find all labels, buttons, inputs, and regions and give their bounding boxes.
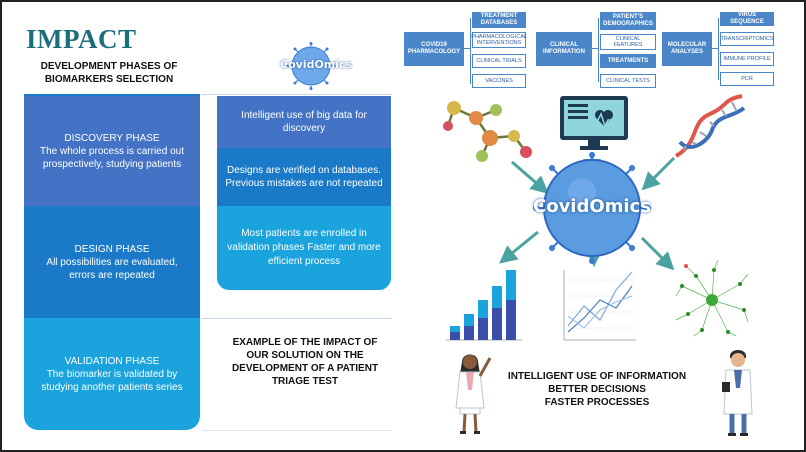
tree-leaf: VIRUS SEQUENCE bbox=[720, 12, 774, 26]
phase-description: All possibilities are evaluated, errors … bbox=[46, 256, 178, 281]
phase-title: VALIDATION PHASE bbox=[64, 355, 160, 367]
tree-group-clinical: CLINICAL INFORMATION bbox=[536, 32, 592, 66]
divider bbox=[202, 94, 392, 95]
phase-title: DESIGN PHASE bbox=[74, 243, 150, 255]
female-doctor-illustration bbox=[446, 350, 496, 436]
monitor-heart-icon bbox=[558, 94, 630, 152]
bar-chart-illustration bbox=[442, 266, 524, 346]
validation-phase-box: VALIDATION PHASE The biomarker is valida… bbox=[24, 318, 200, 430]
dna-icon bbox=[670, 92, 748, 162]
solution-discovery-box: Intelligent use of big data for discover… bbox=[217, 96, 391, 148]
tree-leaf: VACCINES bbox=[472, 74, 526, 88]
tree-connector bbox=[464, 48, 470, 49]
tree-leaf: TRANSCRIPTOMICS bbox=[720, 32, 774, 46]
line-chart-illustration bbox=[558, 266, 638, 346]
phase-title: DISCOVERY PHASE bbox=[64, 132, 160, 144]
covidomics-logo-small: CovidOmics bbox=[280, 42, 353, 90]
covidomics-logo-large: CovidOmics bbox=[522, 152, 662, 264]
phase-description: The whole process is carried out prospec… bbox=[40, 145, 184, 170]
center-logo-text: CovidOmics bbox=[533, 196, 651, 217]
solution-text: Designs are verified on databases. Previ… bbox=[225, 165, 383, 189]
outcome-item: BETTER DECISIONS bbox=[548, 384, 646, 395]
tree-leaf: TREATMENT DATABASES bbox=[472, 12, 526, 28]
tree-leaf: TREATMENTS bbox=[600, 54, 656, 68]
network-illustration bbox=[674, 256, 750, 338]
tree-connector bbox=[718, 18, 719, 80]
solution-text: Most patients are enrolled in validation… bbox=[227, 228, 381, 267]
outcome-item: INTELLIGENT USE OF INFORMATION bbox=[507, 371, 687, 382]
tree-leaf: PATIENT'S DEMOGRAPHICS bbox=[600, 12, 656, 30]
tree-leaf: CLINICAL TESTS bbox=[600, 74, 656, 88]
page-title: IMPACT bbox=[26, 24, 137, 54]
discovery-phase-box: DISCOVERY PHASE The whole process is car… bbox=[24, 96, 200, 206]
solution-validation-box: Most patients are enrolled in validation… bbox=[217, 206, 391, 290]
solution-design-box: Designs are verified on databases. Previ… bbox=[217, 148, 391, 206]
tree-connector bbox=[598, 18, 599, 82]
page-subtitle: DEVELOPMENT PHASES OF BIOMARKERS SELECTI… bbox=[40, 61, 178, 85]
divider bbox=[202, 430, 392, 431]
flow-arrows bbox=[442, 142, 742, 272]
tree-connector bbox=[712, 48, 718, 49]
tree-leaf: IMMUNE PROFILE bbox=[720, 52, 774, 66]
tree-leaf: CLINICAL TRIALS bbox=[472, 54, 526, 68]
phase-description: The biomarker is validated by studying a… bbox=[41, 368, 183, 393]
divider bbox=[202, 318, 392, 319]
outcome-item: FASTER PROCESSES bbox=[544, 397, 650, 408]
tree-connector bbox=[592, 48, 598, 49]
tree-leaf: PHARMACOLOGICAL INTERVENTIONS bbox=[471, 32, 527, 48]
design-phase-box: DESIGN PHASE All possibilities are evalu… bbox=[24, 206, 200, 318]
molecule-icon bbox=[442, 96, 536, 164]
example-caption: EXAMPLE OF THE IMPACT OF OUR SOLUTION ON… bbox=[231, 337, 379, 387]
divider bbox=[24, 94, 200, 96]
outcome-list: INTELLIGENT USE OF INFORMATION BETTER DE… bbox=[492, 370, 702, 409]
tree-group-molecular: MOLECULAR ANALYSES bbox=[662, 32, 712, 66]
tree-leaf: CLINICAL FEATURES bbox=[600, 34, 656, 50]
male-doctor-illustration bbox=[718, 348, 758, 438]
tree-connector bbox=[470, 18, 471, 84]
tree-leaf: PCR bbox=[720, 72, 774, 86]
logo-text: CovidOmics bbox=[280, 58, 353, 71]
tree-group-pharmacology: COVID19 PHARMACOLOGY bbox=[404, 32, 464, 66]
solution-text: Intelligent use of big data for discover… bbox=[241, 110, 367, 134]
